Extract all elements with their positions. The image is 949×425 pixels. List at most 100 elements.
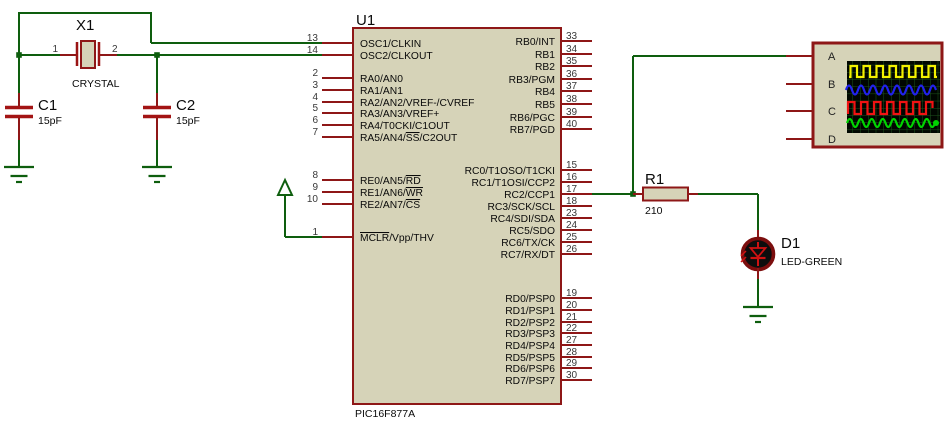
pin-number: 3 <box>312 80 318 91</box>
pin-name: RB5 <box>535 100 555 111</box>
pin-name: RB4 <box>535 87 555 98</box>
pin-number: 29 <box>566 358 578 369</box>
pin-number: 16 <box>566 172 578 183</box>
pin-name: RB7/PGD <box>510 125 555 136</box>
ground-led[interactable] <box>743 305 773 324</box>
pin-number: 39 <box>566 107 578 118</box>
pin-number: 8 <box>312 170 318 181</box>
led-ref: D1 <box>781 235 800 252</box>
pin-name: RD3/PSP3 <box>505 329 555 340</box>
capacitor-c1[interactable]: C1 15pF <box>5 55 62 167</box>
crystal-pin-number: 1 <box>52 44 58 55</box>
pin-number: 36 <box>566 69 578 80</box>
pin-number: 17 <box>566 184 578 195</box>
pin-name: RC2/CCP1 <box>504 190 555 201</box>
pin-name: RE2/AN7/CS <box>360 200 420 211</box>
pin-number: 1 <box>312 227 318 238</box>
led-emission-arrow <box>740 250 747 257</box>
led-d1[interactable]: D1 LED-GREEN <box>740 230 842 307</box>
power-arrow-icon <box>276 177 294 196</box>
scope-channel-label: C <box>828 106 836 118</box>
mcu-left-pins: 13 OSC1/CLKIN 14 OSC2/CLKOUT 2 RA0/AN0 3… <box>307 33 475 244</box>
power-terminal[interactable] <box>276 177 322 238</box>
scope-channel-label: A <box>828 51 836 63</box>
pin-number: 20 <box>566 300 578 311</box>
pin-name: RB0/INT <box>516 37 556 48</box>
led-diode-triangle <box>748 247 768 259</box>
ground-c1[interactable] <box>4 165 34 184</box>
pin-number: 33 <box>566 31 578 42</box>
pin-name: RD0/PSP0 <box>505 294 555 305</box>
led-emission-arrow <box>740 256 747 263</box>
capacitor-c2[interactable]: C2 15pF <box>143 55 200 167</box>
pin-name: RB1 <box>535 50 555 61</box>
pin-number: 25 <box>566 232 578 243</box>
led-value: LED-GREEN <box>781 256 842 268</box>
trace-beam-dot <box>933 120 939 126</box>
pin-number: 13 <box>307 33 319 44</box>
trace-channel-d <box>845 117 937 129</box>
crystal-body[interactable] <box>80 40 96 69</box>
pin-name: RA3/AN3/VREF+ <box>360 109 439 120</box>
pin-number: 7 <box>312 127 318 138</box>
pin-name: RC4/SDI/SDA <box>490 214 555 225</box>
pin-name: RD1/PSP1 <box>505 306 555 317</box>
pin-name: RA2/AN2/VREF-/CVREF <box>360 98 474 109</box>
pin-name: RA0/AN0 <box>360 74 403 85</box>
pin-name: RA5/AN4/SS/C2OUT <box>360 133 458 144</box>
pin-number: 34 <box>566 44 578 55</box>
resistor-r1[interactable]: R1 210 <box>633 171 698 217</box>
pin-name: RD6/PSP6 <box>505 364 555 375</box>
pin-name: RC6/TX/CK <box>501 238 555 249</box>
ground-c2[interactable] <box>142 165 172 184</box>
pin-name: RD4/PSP4 <box>505 341 555 352</box>
pin-number: 15 <box>566 160 578 171</box>
scope-channel-label: B <box>828 79 835 91</box>
pin-name: RD5/PSP5 <box>505 353 555 364</box>
pin-number: 14 <box>307 45 319 56</box>
pin-number: 9 <box>312 182 318 193</box>
crystal-pin-number: 2 <box>112 44 118 55</box>
mcu-body[interactable] <box>352 27 562 405</box>
crystal-ref: X1 <box>76 17 94 34</box>
pin-number: 40 <box>566 119 578 130</box>
capacitor-value: 15pF <box>38 115 62 127</box>
pin-name: RB2 <box>535 62 555 73</box>
oscilloscope[interactable]: A B C D <box>786 41 944 149</box>
mcu-part-number: PIC16F877A <box>355 408 415 420</box>
pin-number: 10 <box>307 194 319 205</box>
pin-name: OSC2/CLKOUT <box>360 51 433 62</box>
pin-name: RC1/T1OSI/CCP2 <box>471 178 555 189</box>
capacitor-value: 15pF <box>176 115 200 127</box>
pin-name: MCLR/Vpp/THV <box>360 233 434 244</box>
pin-number: 6 <box>312 115 318 126</box>
pin-number: 2 <box>312 68 318 79</box>
capacitor-ref: C2 <box>176 97 195 114</box>
pin-number: 38 <box>566 94 578 105</box>
trace-channel-b <box>844 84 938 96</box>
pin-number: 22 <box>566 323 578 334</box>
pin-number: 21 <box>566 312 578 323</box>
mcu-ref: U1 <box>356 12 375 29</box>
ccp1-net <box>592 55 788 230</box>
resistor-body[interactable] <box>642 186 689 202</box>
pin-name: RC0/T1OSO/T1CKI <box>465 166 555 177</box>
pin-number: 19 <box>566 288 578 299</box>
trace-channel-a <box>849 64 937 79</box>
crystal-x1[interactable]: X1 CRYSTAL 1 2 <box>52 17 119 90</box>
pin-name: RA1/AN1 <box>360 86 403 97</box>
pin-number: 23 <box>566 208 578 219</box>
scope-screen-grid <box>847 61 940 133</box>
pin-name: RB6/PGC <box>510 113 556 124</box>
capacitor-ref: C1 <box>38 97 57 114</box>
pin-number: 5 <box>312 103 318 114</box>
pin-number: 24 <box>566 220 578 231</box>
pin-name: RE0/AN5/RD <box>360 176 421 187</box>
mcu-u1[interactable]: U1 PIC16F877A 13 OSC1/CLKIN 14 OSC2/CLKO… <box>307 12 592 420</box>
pin-name: RA4/T0CKI/C1OUT <box>360 121 451 132</box>
pin-name: OSC1/CLKIN <box>360 39 421 50</box>
pin-number: 4 <box>312 92 318 103</box>
pin-number: 28 <box>566 347 578 358</box>
